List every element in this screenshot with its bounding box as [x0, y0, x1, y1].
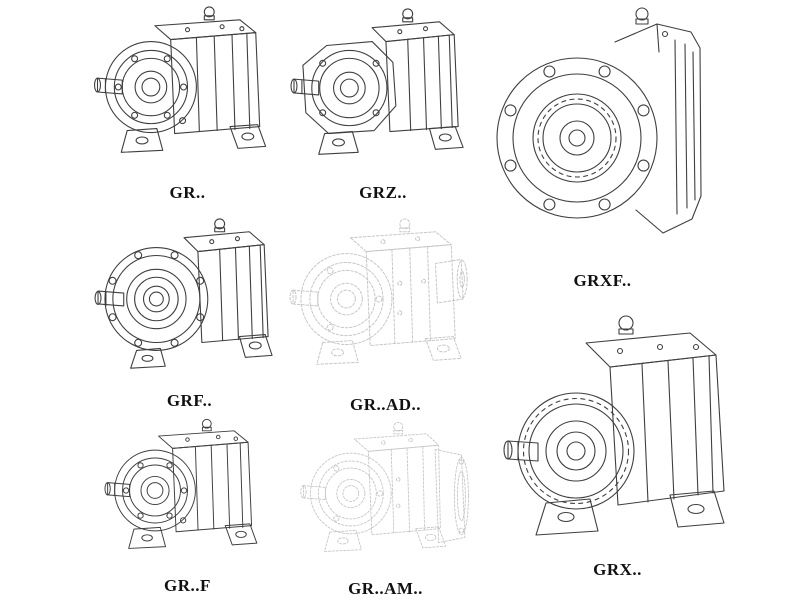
output-shaft-hub	[532, 93, 622, 183]
lifting-eye-icon	[635, 7, 649, 25]
figure-grz: GRZ..	[288, 2, 478, 203]
output-shaft	[94, 290, 125, 307]
figure-label: GRZ..	[359, 183, 407, 202]
grf-drawing	[94, 218, 273, 369]
lifting-eye-icon	[402, 8, 414, 23]
lifting-eye-icon	[214, 218, 226, 233]
output-bearing-housing	[300, 253, 393, 346]
output-shaft	[289, 289, 319, 307]
figure-gr-f: GR..F	[90, 415, 285, 596]
grz-drawing	[290, 8, 464, 155]
gr-drawing	[94, 6, 267, 153]
output-bearing-housing	[104, 41, 197, 134]
gear-housing	[585, 332, 725, 506]
lifting-eye-icon	[393, 421, 404, 435]
gr-f-drawing	[104, 418, 258, 549]
mounting-feet	[535, 490, 725, 536]
gear-housing	[158, 430, 253, 533]
figure-label: GR..AM..	[348, 579, 423, 598]
figure-label: GRXF..	[573, 271, 632, 290]
mounting-feet	[120, 124, 267, 153]
gear-housing	[349, 231, 456, 347]
octagonal-front-plate	[302, 41, 397, 135]
mounting-feet	[130, 334, 273, 369]
output-flange	[104, 247, 209, 351]
output-bearing-housing	[310, 452, 392, 535]
output-shaft	[104, 482, 131, 498]
lifting-eye-icon	[203, 6, 215, 21]
lifting-eye-icon	[399, 218, 411, 233]
mounting-feet	[324, 526, 447, 552]
output-bearing-housing	[114, 449, 196, 532]
gear-housing	[154, 19, 261, 135]
grxf-drawing	[496, 7, 702, 234]
figure-label: GR..AD..	[349, 395, 422, 414]
output-shaft	[94, 77, 123, 95]
gear-housing	[353, 433, 441, 536]
motor-mounting-flange	[434, 449, 469, 544]
output-shaft	[503, 440, 539, 462]
figure-grx: GRX..	[500, 295, 735, 580]
figure-gr-ad: GR..AD..	[288, 214, 483, 415]
figure-label: GR..	[169, 183, 206, 202]
gear-housing	[183, 231, 269, 344]
figure-gr: GR..	[90, 2, 285, 203]
figure-label: GRF..	[166, 391, 213, 410]
figure-label: GR..F	[164, 576, 211, 595]
grx-drawing	[503, 315, 725, 536]
figure-label: GRX..	[593, 560, 642, 579]
lifting-eye-icon	[201, 418, 212, 432]
output-bearing-housing	[517, 392, 635, 510]
output-shaft	[290, 78, 320, 96]
figure-gr-am: GR..AM..	[288, 418, 483, 599]
mounting-feet	[128, 523, 258, 549]
gr-am-drawing	[300, 421, 469, 552]
output-shaft	[300, 485, 326, 501]
figure-grxf: GRXF..	[495, 0, 710, 291]
mounting-feet	[318, 126, 464, 155]
lifting-eye-icon	[618, 315, 634, 335]
figure-grf: GRF..	[92, 210, 287, 411]
gr-ad-drawing	[289, 218, 468, 365]
output-flange	[496, 57, 658, 219]
gear-housing	[614, 23, 702, 234]
input-adapter	[434, 258, 468, 304]
gear-housing	[371, 21, 459, 133]
mounting-feet	[316, 336, 462, 365]
